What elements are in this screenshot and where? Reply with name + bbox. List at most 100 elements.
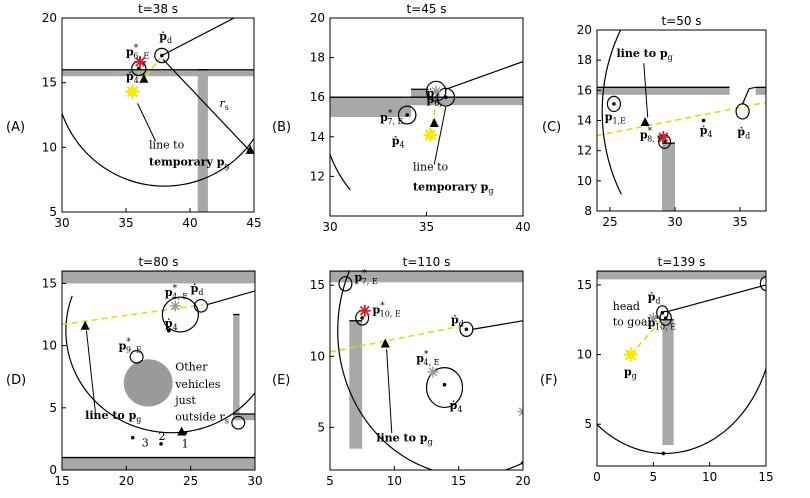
annotation-sup: * [362,269,367,279]
x-tick-label: 0 [593,470,601,484]
panel-title: t=38 s [138,2,178,16]
sensing-range-arc [65,295,255,434]
annotation-pointer [85,330,96,413]
x-tick-label: 5 [326,474,334,488]
wall-obstacle [403,97,412,117]
vehicle-heading-marker [245,144,254,154]
y-tick-label: 10 [42,140,57,154]
y-tick-label: 15 [42,76,57,90]
y-tick-label: 14 [577,114,592,128]
annotation-sub: d [198,288,203,297]
annotation-text: Other [175,361,208,374]
annotation-label: ṗd [191,282,204,297]
trajectory-line [161,18,236,57]
y-tick-label: 15 [42,276,57,290]
sensing-range-arc [330,152,351,191]
annotation-sub: g [488,186,493,195]
annotation-sub: s [225,416,229,425]
panel-label: (F) [540,373,558,388]
y-tick-label: 15 [577,278,592,292]
vehicle-heading-marker [380,338,390,348]
annotation-text: line to [149,139,185,152]
annotation-text: outside r [175,410,225,423]
plot-area [62,18,254,212]
x-tick-label: 30 [667,215,682,229]
annotation-label: line to pg [85,409,141,424]
annotation-text: vehicles [174,378,221,391]
wall-obstacle [662,319,674,446]
annotation-text: p [624,365,632,378]
estimated-point-marker [169,300,181,312]
vehicle-heading-marker [139,73,149,83]
annotation-text: p [119,339,127,352]
y-tick-label: 10 [577,174,592,188]
x-tick-label: 40 [182,216,197,230]
vehicle-center-dot [612,102,616,106]
plot-area [597,30,766,211]
x-tick-label: 35 [419,220,434,234]
annotation-text: 2 [159,430,166,443]
annotation-label: p*4, E [416,350,439,367]
annotation-sub: g [224,161,229,170]
annotation-pointer [137,103,156,142]
vehicle-center-dot [444,95,448,99]
annotation-sub: d [167,36,172,45]
vehicle-center-dot [660,310,665,315]
annotation-text: line to p [376,432,427,445]
plot-area [62,271,255,470]
annotation-text: p [605,111,613,124]
annotation-label: p*9, E [119,337,142,354]
wall-obstacle [62,271,255,284]
annotation-sup: * [126,337,131,347]
panel-title: t=80 s [138,255,178,269]
annotation-sub: s [225,103,229,112]
annotation-label: head [613,300,640,313]
annotation-sub: 7, E [387,117,403,126]
vehicle-circle [436,87,456,107]
y-tick-label: 5 [317,420,325,434]
vehicle-circle [338,276,353,292]
axes-frame [61,270,256,471]
trajectory-line [207,290,255,306]
annotation-label: line to [149,139,185,152]
annotation-sub: 4 [173,323,178,332]
optimal-point-marker [657,131,670,144]
sensing-range-arc [62,113,254,187]
estimated-point-marker [430,85,442,97]
estimated-point-marker [647,312,659,324]
annotation-sub: g [632,371,637,380]
panel-title: t=110 s [403,255,451,269]
optimal-point-marker [358,304,371,317]
annotation-sub: 10, E [380,310,401,319]
annotation-sub: 6, E [133,52,149,61]
annotation-label: to goal [613,315,652,328]
annotation-sub: g [427,438,432,447]
panel-title: t=139 s [658,255,706,269]
x-tick-label: 30 [54,216,69,230]
annotation-label: line to pg [376,432,432,447]
axes-frame [596,270,767,467]
annotation-text: p [380,111,388,124]
panel-label: (A) [6,120,25,135]
annotation-label: line to [413,160,449,173]
annotation-label: p*4, E [165,284,188,301]
x-tick-label: 30 [247,474,262,488]
annotation-sup: * [424,350,429,360]
annotation-label: rs [219,97,228,112]
estimated-point-marker [517,406,523,418]
plot-area [330,271,523,470]
annotation-text: ṗ [191,282,199,295]
wall-obstacle [138,69,254,77]
annotation-sub: 4 [399,141,404,150]
wall-obstacle [597,87,730,95]
trajectory-line [472,320,523,330]
annotation-label: just [173,394,196,407]
annotation-label: ṗd [159,30,172,45]
goal-dot [127,87,137,97]
annotation-label: ṗd [737,126,750,141]
annotation-text: ṗ [427,87,435,100]
y-tick-label: 8 [584,204,592,218]
trajectory-line [742,86,756,105]
